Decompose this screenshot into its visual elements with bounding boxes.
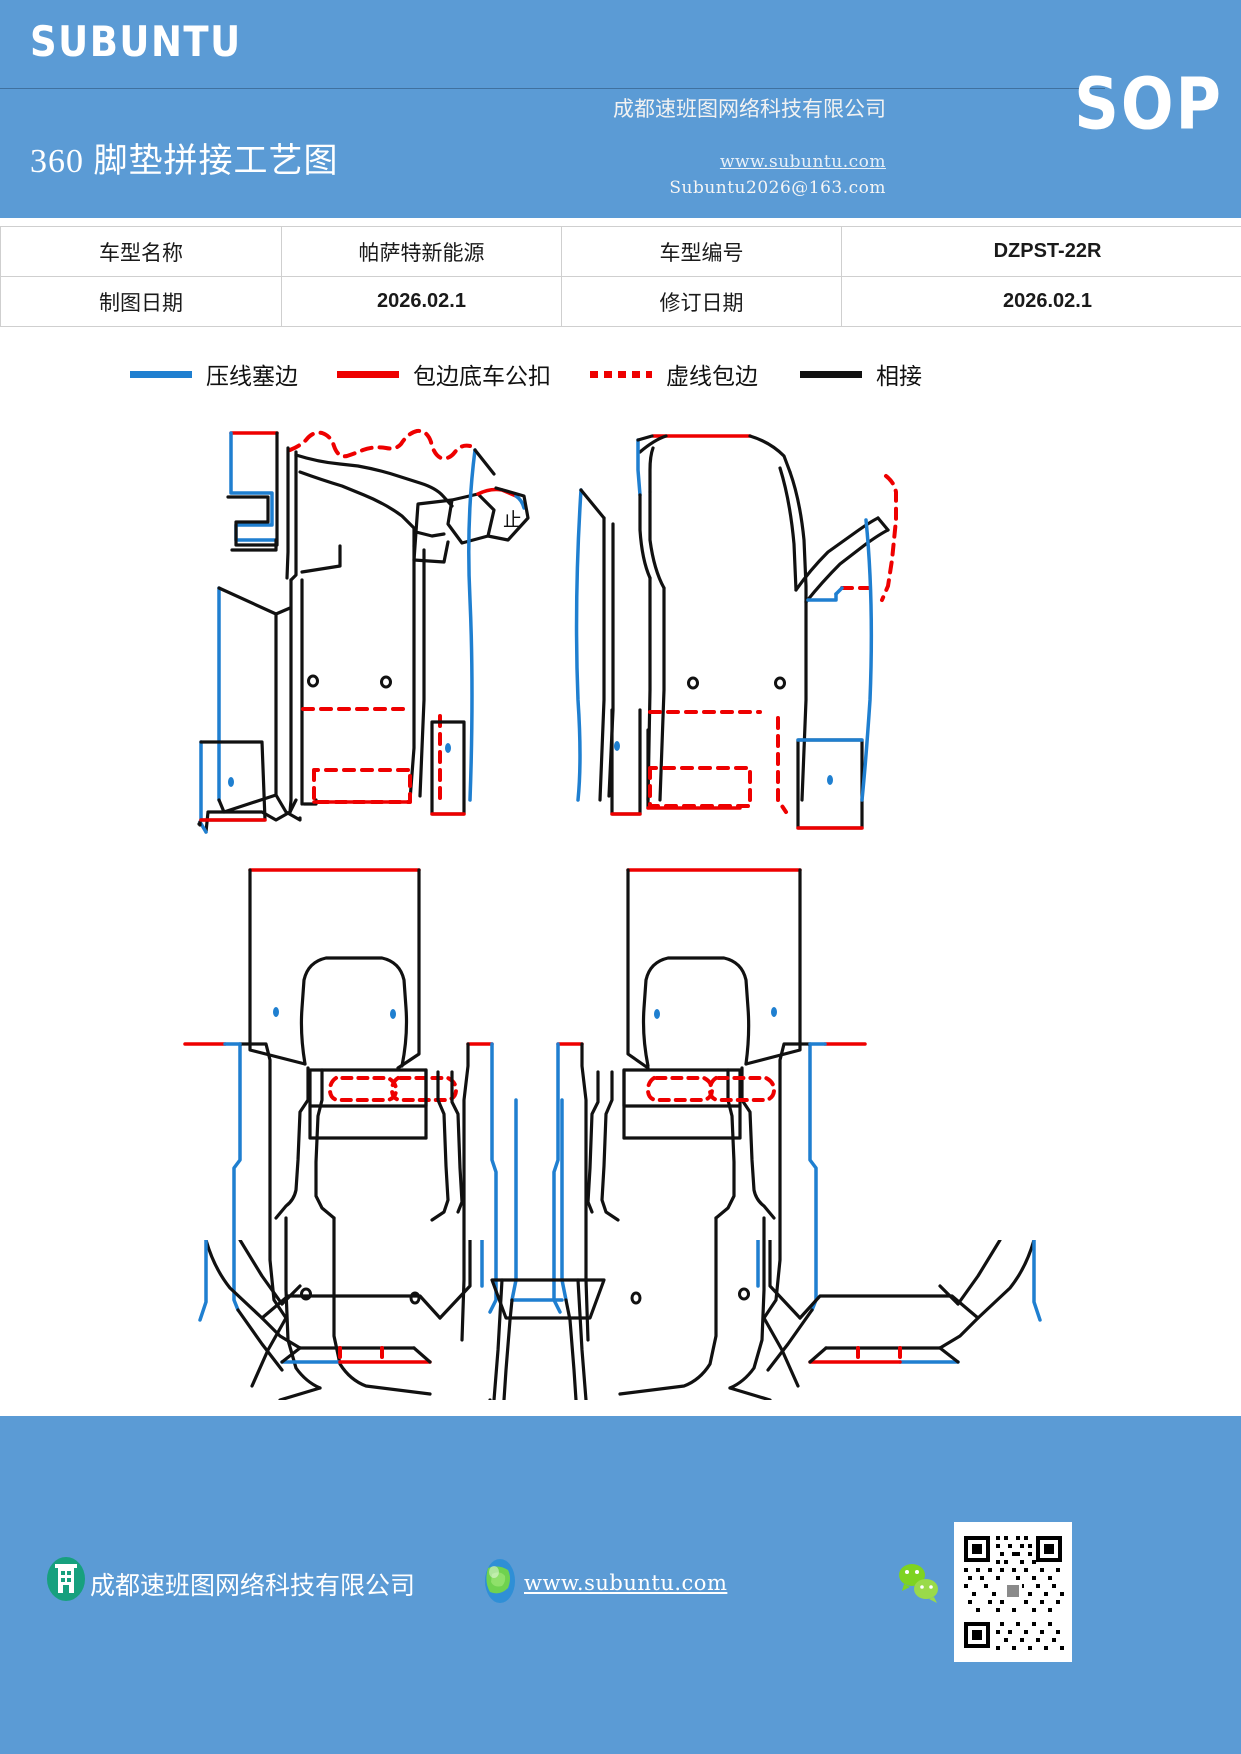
vehicle-info-table: 车型名称 帕萨特新能源 车型编号 DZPST-22R 制图日期 2026.02.… — [0, 226, 1241, 327]
grommet-hole — [409, 1291, 421, 1305]
grommet-hole — [687, 676, 699, 690]
legend-item-bind-edge: 包边底车公扣 — [337, 352, 551, 396]
legend-label: 虚线包边 — [666, 364, 758, 389]
header-email[interactable]: Subuntu2026@163.com — [669, 178, 886, 198]
drawing-annotation: 止 — [503, 509, 522, 531]
header-company-name: 成都速班图网络科技有限公司 — [613, 97, 886, 121]
footer-company-name: 成都速班图网络科技有限公司 — [90, 1573, 416, 1600]
table-row: 制图日期 2026.02.1 修订日期 2026.02.1 — [0, 276, 1241, 327]
legend-swatch-blue-line-icon — [130, 370, 192, 378]
grommet-hole — [630, 1291, 642, 1305]
panel-rear-right-mat — [552, 868, 867, 1400]
cell-draw-date-value: 2026.02.1 — [281, 276, 562, 327]
legend-item-dashed-bind: 虚线包边 — [590, 352, 758, 396]
brand-logo: SUBUNTU — [30, 18, 242, 67]
cell-model-name-label: 车型名称 — [0, 226, 282, 277]
legend-label: 相接 — [876, 364, 922, 389]
cell-draw-date-label: 制图日期 — [0, 276, 282, 327]
page-footer: 成都速班图网络科技有限公司 www.subuntu.com — [0, 1416, 1241, 1754]
table-row: 车型名称 帕萨特新能源 车型编号 DZPST-22R — [0, 226, 1241, 277]
cell-model-name-value: 帕萨特新能源 — [281, 226, 562, 277]
legend-swatch-red-line-icon — [337, 370, 399, 378]
page-title: 360 脚垫拼接工艺图 — [30, 143, 339, 180]
grommet-hole — [774, 676, 786, 690]
footer-website-link[interactable]: www.subuntu.com — [524, 1571, 728, 1595]
legend-label: 包边底车公扣 — [413, 364, 551, 389]
grommet-hole — [738, 1287, 750, 1301]
header-divider — [0, 88, 1105, 89]
page-header: SUBUNTU 360 脚垫拼接工艺图 成都速班图网络科技有限公司 SOP ww… — [0, 0, 1241, 218]
cell-revise-date-label: 修订日期 — [561, 276, 842, 327]
grommet-hole — [300, 1287, 312, 1301]
legend-label: 压线塞边 — [206, 364, 298, 389]
building-icon — [46, 1556, 86, 1602]
panel-rear-left-mat — [183, 868, 498, 1400]
drawing-lower-strip — [0, 1238, 1241, 1420]
cell-revise-date-value: 2026.02.1 — [841, 276, 1241, 327]
legend-swatch-black-line-icon — [800, 370, 862, 378]
qr-code — [954, 1522, 1072, 1662]
cell-model-code-label: 车型编号 — [561, 226, 842, 277]
globe-icon — [478, 1558, 522, 1604]
legend-item-joint: 相接 — [800, 352, 922, 396]
sop-badge: SOP — [1074, 62, 1223, 146]
grommet-hole — [307, 674, 319, 688]
wechat-icon — [896, 1561, 942, 1605]
grommet-hole — [380, 675, 392, 689]
cell-model-code-value: DZPST-22R — [841, 226, 1241, 277]
legend-swatch-red-dotted-line-icon — [590, 370, 652, 378]
header-website-link[interactable]: www.subuntu.com — [719, 152, 886, 172]
legend: 压线塞边 包边底车公扣 虚线包边 相接 — [0, 352, 1241, 396]
legend-item-press-edge: 压线塞边 — [130, 352, 298, 396]
panel-front-right-mat — [574, 434, 898, 830]
panel-front-left-mat: 止 — [197, 428, 530, 834]
